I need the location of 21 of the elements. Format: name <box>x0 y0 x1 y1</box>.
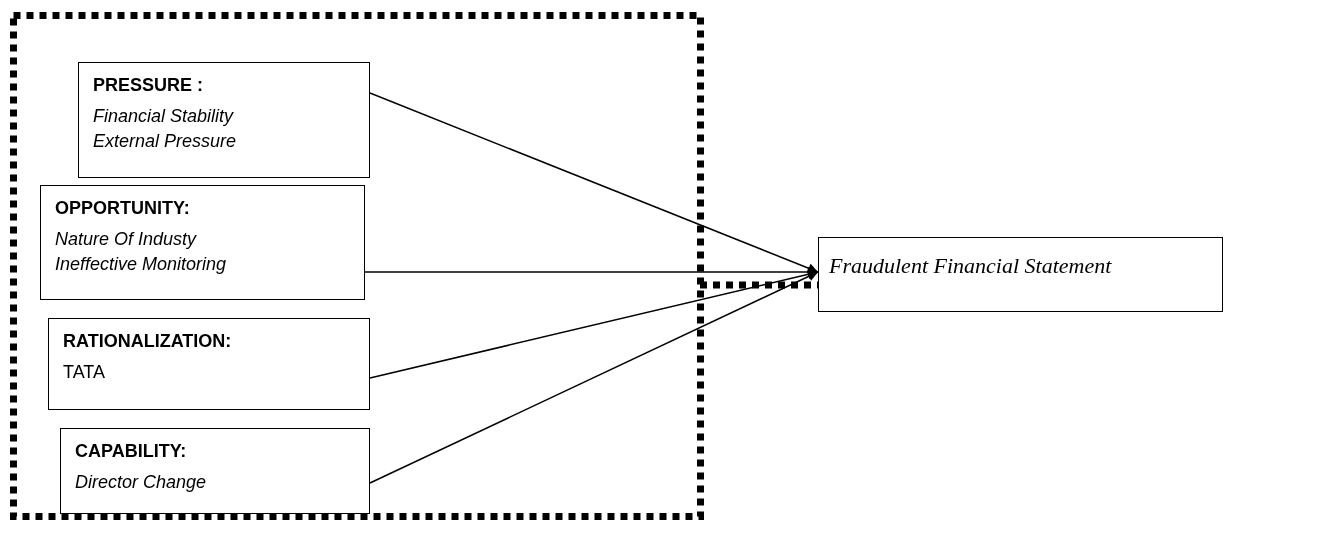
outcome-box <box>818 237 1223 312</box>
factor-heading: PRESSURE : <box>93 74 204 97</box>
dotted-frame <box>10 12 704 520</box>
factor-item: Director Change <box>75 471 207 495</box>
factor-box <box>60 428 370 514</box>
factor-box <box>48 318 370 410</box>
arrow <box>369 271 819 484</box>
arrow <box>369 92 819 273</box>
factor-item: External Pressure <box>93 130 237 154</box>
factor-item: Nature Of Industy <box>55 228 197 252</box>
factor-heading: RATIONALIZATION: <box>63 330 232 353</box>
factor-item: Financial Stability <box>93 105 234 129</box>
outcome-label: Fraudulent Financial Statement <box>829 252 1112 280</box>
arrow <box>369 269 819 379</box>
factor-box <box>78 62 370 178</box>
factor-item: Ineffective Monitoring <box>55 253 227 277</box>
dotted-connector <box>700 281 818 289</box>
factor-heading: OPPORTUNITY: <box>55 197 190 220</box>
factor-box <box>40 185 365 300</box>
factor-item: TATA <box>63 361 105 385</box>
factor-heading: CAPABILITY: <box>75 440 187 463</box>
